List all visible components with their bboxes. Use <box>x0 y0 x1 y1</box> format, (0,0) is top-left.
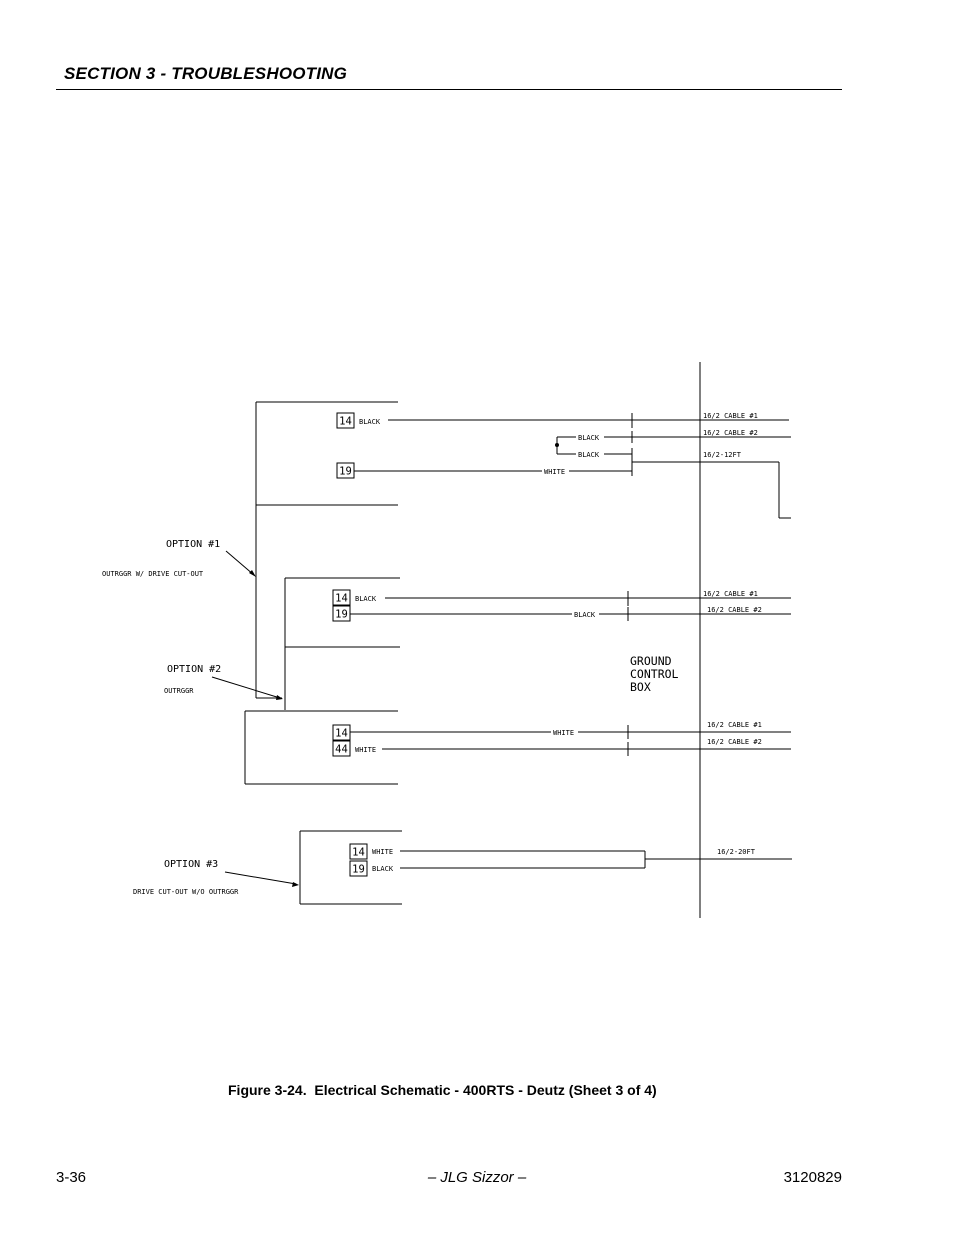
wire-label: BLACK <box>359 418 381 426</box>
ground-box-label: GROUND <box>630 654 672 668</box>
wire-label: BLACK <box>574 611 596 619</box>
option-title: OPTION #3 <box>164 859 218 870</box>
wire-label: WHITE <box>544 468 565 476</box>
option-title: OPTION #2 <box>167 664 221 675</box>
terminal-label: 19 <box>352 864 365 876</box>
header-rule <box>56 89 842 90</box>
terminal-label: 14 <box>335 593 348 605</box>
cable-label: 16/2 CABLE #1 <box>703 590 758 598</box>
cable-label: 16/2-20FT <box>717 848 756 856</box>
cable-label: 16/2-12FT <box>703 451 742 459</box>
terminal-label: 14 <box>335 728 348 740</box>
section-title: SECTION 3 - TROUBLESHOOTING <box>64 64 348 83</box>
option3-block: 14 19 WHITE BLACK 16/2-20FT OPTION #3 DR… <box>133 830 792 905</box>
terminal-box <box>336 412 355 429</box>
terminal-box <box>332 740 351 757</box>
option-subtitle: OUTRGGR <box>164 687 194 695</box>
option2-block: 14 44 WHITE WHITE 16/2 CABLE #1 16/2 CAB… <box>244 710 791 785</box>
terminal-label: 14 <box>339 416 352 428</box>
option-subtitle: DRIVE CUT-OUT W/O OUTRGGR <box>133 888 239 896</box>
terminal-label: 14 <box>352 847 365 859</box>
terminal-box <box>349 843 368 860</box>
document-number: 3120829 <box>783 1169 842 1186</box>
wire-label: WHITE <box>553 729 574 737</box>
option1-block: 14 BLACK 19 WHITE BLACK BLACK <box>102 401 791 699</box>
terminal-box <box>349 860 368 877</box>
wire-label: WHITE <box>372 848 393 856</box>
cable-label: 16/2 CABLE #1 <box>703 412 758 420</box>
page-number: 3-36 <box>56 1169 87 1186</box>
terminal-label: 19 <box>339 466 352 478</box>
wire-label: WHITE <box>355 746 376 754</box>
option-subtitle: OUTRGGR W/ DRIVE CUT-OUT <box>102 570 204 578</box>
footer-title: – JLG Sizzor – <box>427 1169 527 1186</box>
ground-box-label: BOX <box>630 680 651 694</box>
cable-label: 16/2 CABLE #2 <box>707 606 762 614</box>
ground-box-label: CONTROL <box>630 667 679 681</box>
wire-label: BLACK <box>355 595 377 603</box>
cable-label: 16/2 CABLE #1 <box>707 721 762 729</box>
option-middle-block: 14 19 BLACK BLACK 16/2 CABLE #1 16/2 CAB… <box>164 577 791 710</box>
wire-label: BLACK <box>372 865 394 873</box>
figure-caption: Figure 3-24. Electrical Schematic - 400R… <box>228 1082 657 1098</box>
terminal-label: 44 <box>335 744 348 756</box>
cable-label: 16/2 CABLE #2 <box>703 429 758 437</box>
terminal-box <box>332 589 351 606</box>
option-title: OPTION #1 <box>166 539 220 550</box>
wire-label: BLACK <box>578 451 600 459</box>
cable-label: 16/2 CABLE #2 <box>707 738 762 746</box>
wire-label: BLACK <box>578 434 600 442</box>
terminal-label: 19 <box>335 609 348 621</box>
